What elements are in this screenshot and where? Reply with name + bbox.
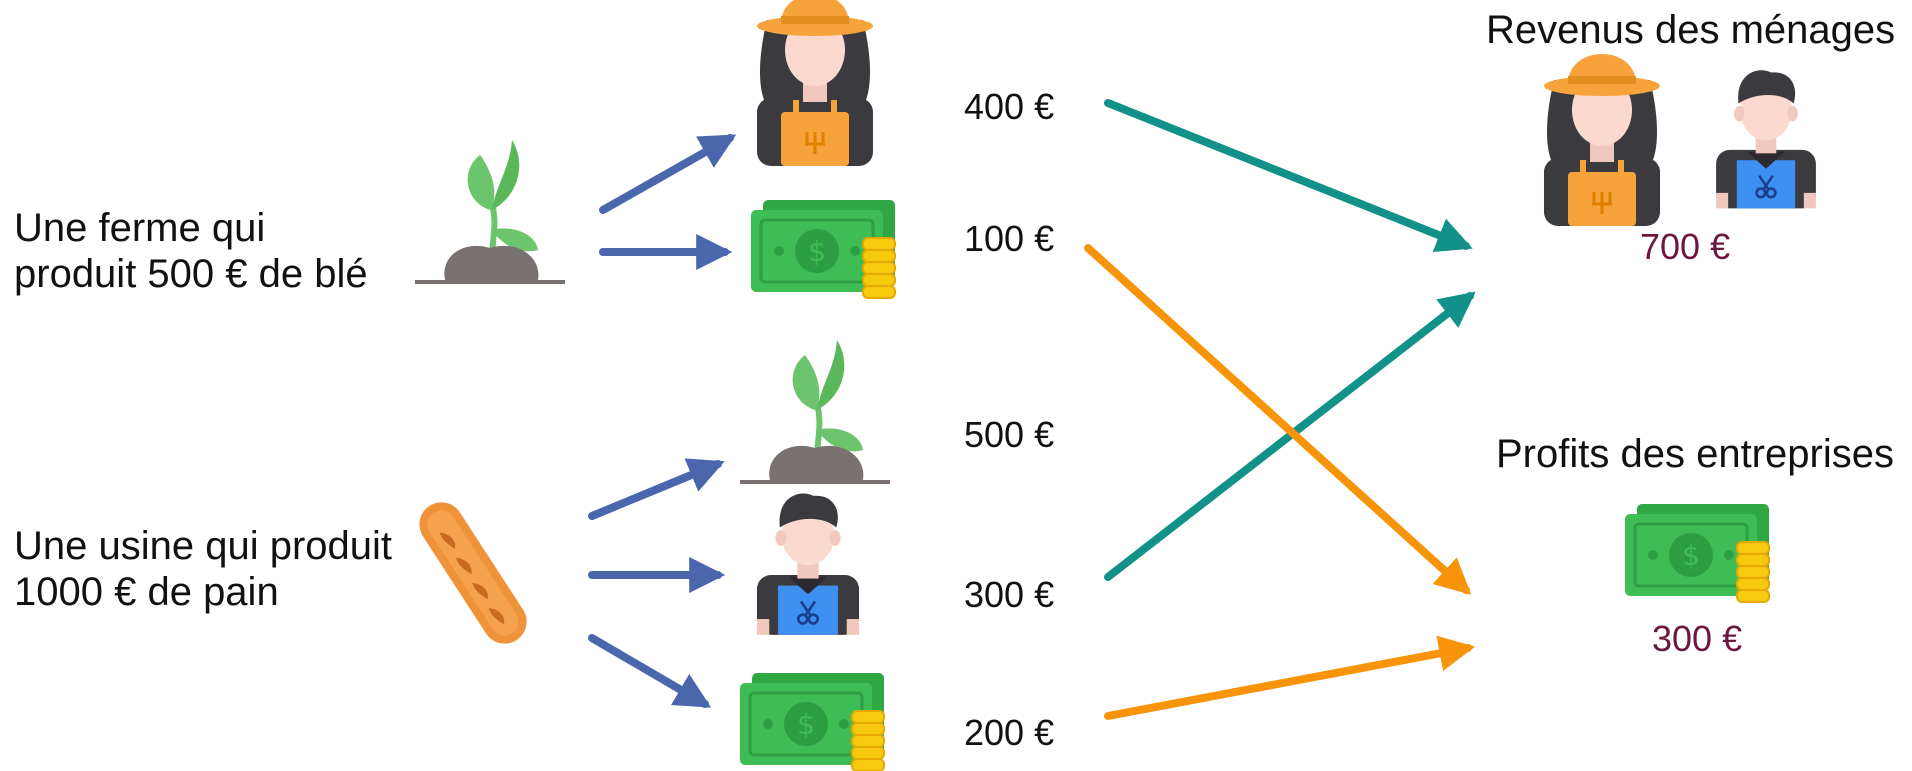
- arrow-factory-to-input: [588, 458, 725, 520]
- money-icon: [738, 671, 886, 771]
- farm-label: Une ferme qui produit 500 € de blé: [14, 205, 368, 297]
- arrow-wage-300-to-households: [1104, 291, 1476, 581]
- amount-farmer-wage: 400 €: [964, 86, 1055, 127]
- arrow-profit-100-to-businesses: [1084, 244, 1472, 595]
- arrow-wage-400-to-households: [1104, 99, 1473, 253]
- bread-icon: [410, 493, 536, 653]
- amount-worker-wage: 300 €: [964, 574, 1055, 615]
- farmer-icon: [1542, 52, 1662, 228]
- farm-label-line1: Une ferme qui: [14, 206, 266, 250]
- households-title: Revenus des ménages: [1486, 8, 1896, 52]
- arrow-farm-to-wage: [599, 134, 737, 214]
- arrow-factory-to-profit: [588, 634, 712, 708]
- worker-icon: [755, 492, 861, 637]
- factory-label-line1: Une usine qui produit: [14, 524, 393, 568]
- money-icon: [1623, 502, 1771, 604]
- businesses-total: 300 €: [1652, 618, 1743, 659]
- arrow-profit-200-to-businesses: [1104, 635, 1476, 720]
- factory-label-line2: 1000 € de pain: [14, 570, 279, 614]
- worker-icon: [1714, 68, 1818, 210]
- amount-factory-profit: 200 €: [964, 712, 1055, 753]
- amount-farm-profit: 100 €: [964, 218, 1055, 259]
- businesses-title: Profits des entreprises: [1496, 432, 1894, 476]
- amount-wheat-input: 500 €: [964, 414, 1055, 455]
- farmer-icon: [755, 0, 875, 168]
- plant-icon: [415, 140, 565, 282]
- households-total: 700 €: [1640, 226, 1731, 267]
- plant-icon: [740, 340, 890, 482]
- factory-label: Une usine qui produit 1000 € de pain: [14, 523, 392, 615]
- money-icon: [749, 198, 897, 300]
- farm-label-line2: produit 500 € de blé: [14, 252, 368, 296]
